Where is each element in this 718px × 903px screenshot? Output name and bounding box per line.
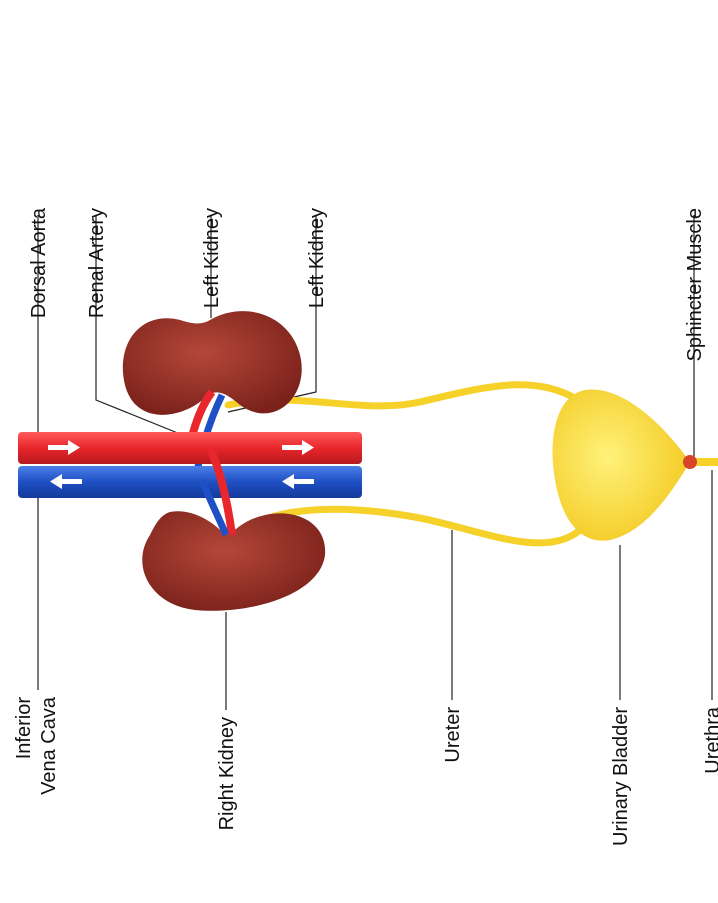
label-sphincter-muscle: Sphincter Muscle <box>684 208 706 361</box>
sphincter-muscle <box>683 455 697 469</box>
label-inferior-vena-cava-line2: Vena Cava <box>38 696 60 795</box>
label-ureter: Ureter <box>442 707 464 763</box>
label-left-kidney-2: Left Kidney <box>306 208 328 308</box>
label-dorsal-aorta: Dorsal Aorta <box>28 207 50 318</box>
label-urethra: Urethra <box>702 706 718 774</box>
label-left-kidney: Left Kidney <box>201 208 223 308</box>
left-kidney <box>123 311 302 415</box>
label-inferior-vena-cava-line1: Inferior <box>13 697 35 760</box>
label-renal-artery: Renal Artery <box>86 208 108 318</box>
urinary-bladder <box>553 390 690 541</box>
label-urinary-bladder: Urinary Bladder <box>610 707 632 846</box>
label-right-kidney: Right Kidney <box>216 717 238 830</box>
